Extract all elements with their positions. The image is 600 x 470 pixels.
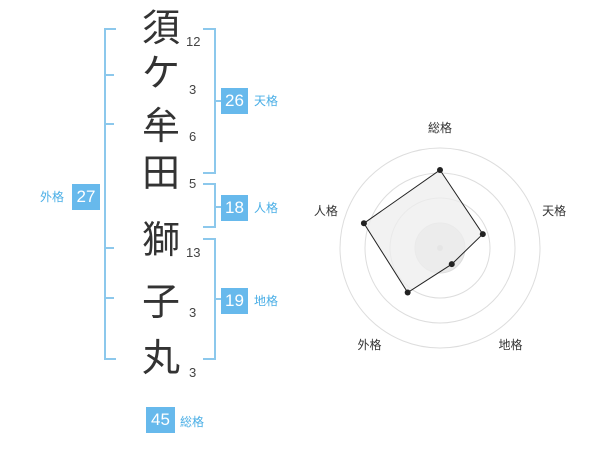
name-char-1: 須 bbox=[141, 6, 180, 50]
stroke-count-3: 6 bbox=[189, 129, 197, 144]
name-char-7: 丸 bbox=[141, 336, 180, 380]
radar-axis-label: 天格 bbox=[542, 203, 566, 218]
radar-axis-label: 地格 bbox=[499, 337, 523, 352]
radar-point bbox=[448, 261, 455, 268]
radar-axis-label: 人格 bbox=[314, 203, 338, 218]
radar-point bbox=[404, 289, 411, 296]
radar-point bbox=[360, 220, 367, 227]
chikaku-value-badge: 19 bbox=[221, 288, 248, 314]
gaikaku-bracket-tick bbox=[104, 123, 114, 125]
stroke-count-6: 3 bbox=[189, 305, 197, 320]
chikaku-bracket-link bbox=[215, 298, 221, 300]
tenkaku-label: 天格 bbox=[254, 94, 279, 108]
radar-point bbox=[479, 231, 486, 238]
gaikaku-bracket-tick bbox=[104, 247, 114, 249]
stroke-count-1: 12 bbox=[186, 34, 201, 49]
stroke-count-2: 3 bbox=[189, 82, 197, 97]
stroke-count-7: 3 bbox=[189, 365, 197, 380]
name-char-4: 田 bbox=[141, 151, 180, 195]
name-char-5: 獅 bbox=[141, 218, 180, 262]
jinkaku-label: 人格 bbox=[254, 201, 279, 215]
soukaku-value-badge: 45 bbox=[146, 407, 175, 433]
gaikaku-label: 外格 bbox=[40, 190, 65, 204]
jinkaku-bracket-link bbox=[215, 206, 221, 208]
name-char-2: ケ bbox=[141, 51, 180, 95]
chikaku-label: 地格 bbox=[254, 294, 279, 308]
radar-axis-label: 外格 bbox=[357, 337, 381, 352]
gaikaku-bracket-tick bbox=[104, 297, 114, 299]
radar-point bbox=[437, 167, 443, 173]
stroke-count-5: 13 bbox=[186, 245, 201, 260]
name-char-3: 牟 bbox=[141, 104, 180, 148]
jinkaku-bracket bbox=[203, 183, 216, 228]
gaikaku-bracket bbox=[104, 28, 116, 360]
jinkaku-value-badge: 18 bbox=[221, 195, 248, 221]
gaikaku-value-badge: 27 bbox=[72, 184, 100, 210]
soukaku-label: 総格 bbox=[180, 415, 205, 429]
tenkaku-value-badge: 26 bbox=[221, 88, 248, 114]
gaikaku-bracket-tick bbox=[104, 74, 114, 76]
name-char-6: 子 bbox=[141, 280, 180, 324]
radar-axis-label: 総格 bbox=[428, 120, 452, 135]
tenkaku-bracket-link bbox=[215, 100, 221, 102]
stroke-count-4: 5 bbox=[189, 176, 197, 191]
